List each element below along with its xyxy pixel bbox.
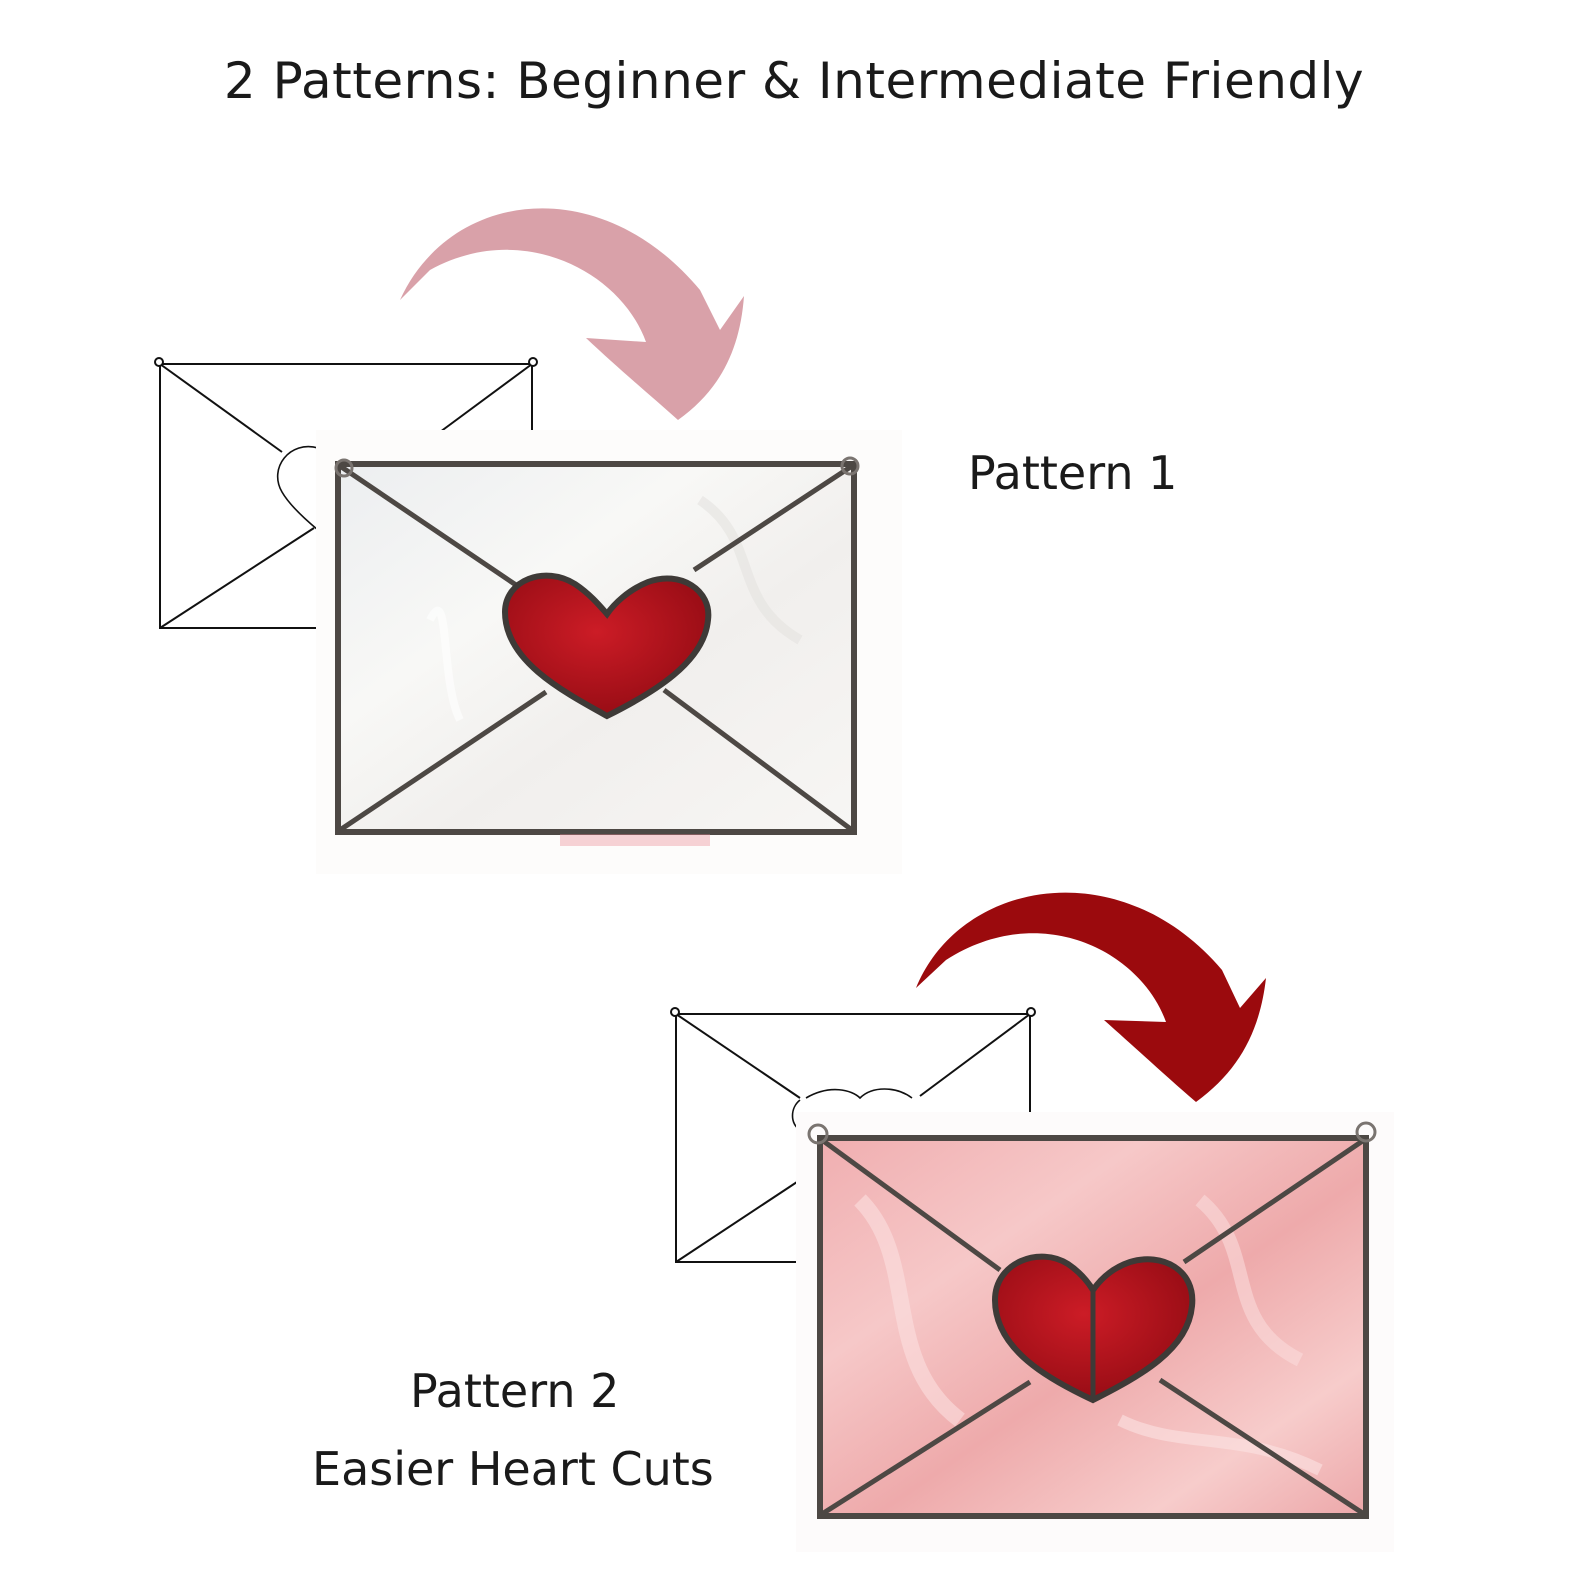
pattern-1-heart xyxy=(501,572,712,720)
headline: 2 Patterns: Beginner & Intermediate Frie… xyxy=(223,52,1365,110)
pattern-1-photo xyxy=(316,430,902,874)
pattern-2-subtitle: Easier Heart Cuts xyxy=(312,1442,714,1496)
pattern-1-label: Pattern 1 xyxy=(968,446,1178,500)
pattern-2-arrow xyxy=(916,892,1266,1102)
pattern-2-photo xyxy=(796,1112,1394,1552)
pattern-1-arrow xyxy=(400,208,744,420)
pattern-2-label: Pattern 2 xyxy=(410,1364,620,1418)
